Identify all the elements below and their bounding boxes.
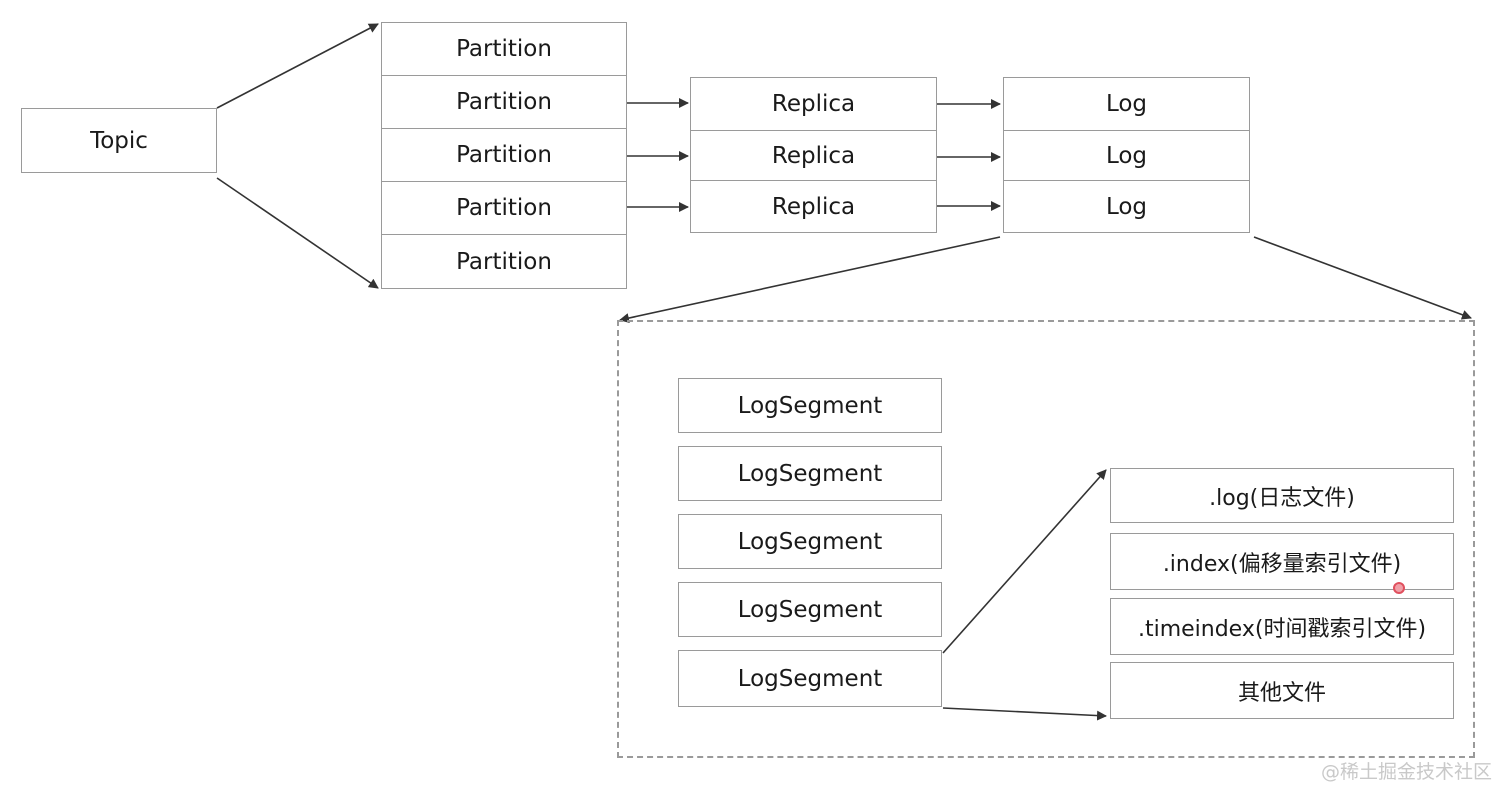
log-box: Log — [1003, 130, 1250, 181]
cursor-dot — [1393, 582, 1405, 594]
partition-box: Partition — [381, 181, 627, 235]
partition-box: Partition — [381, 75, 627, 129]
log-expand-right-arrow — [1253, 236, 1472, 320]
log-box: Log — [1003, 180, 1250, 233]
other-files-box: 其他文件 — [1110, 662, 1454, 719]
log-segment-box: LogSegment — [678, 582, 942, 637]
partition-box: Partition — [381, 128, 627, 182]
partition-box: Partition — [381, 234, 627, 289]
log-file-box: .log(日志文件) — [1110, 468, 1454, 523]
log-segment-box: LogSegment — [678, 378, 942, 433]
topic-box: Topic — [21, 108, 217, 173]
partition-box: Partition — [381, 22, 627, 76]
topic-to-partition-top-arrow — [216, 23, 379, 109]
replica-box: Replica — [690, 180, 937, 233]
topic-to-partition-bottom-arrow — [216, 177, 379, 289]
watermark: @稀土掘金技术社区 — [1320, 761, 1492, 783]
replica-box: Replica — [690, 130, 937, 181]
log-detail-container — [617, 320, 1475, 758]
index-file-box: .index(偏移量索引文件) — [1110, 533, 1454, 590]
log-segment-box: LogSegment — [678, 650, 942, 707]
log-box: Log — [1003, 77, 1250, 131]
replica-box: Replica — [690, 77, 937, 131]
log-expand-left-arrow — [619, 236, 1001, 323]
log-segment-box: LogSegment — [678, 446, 942, 501]
log-segment-box: LogSegment — [678, 514, 942, 569]
timeindex-file-box: .timeindex(时间戳索引文件) — [1110, 598, 1454, 655]
